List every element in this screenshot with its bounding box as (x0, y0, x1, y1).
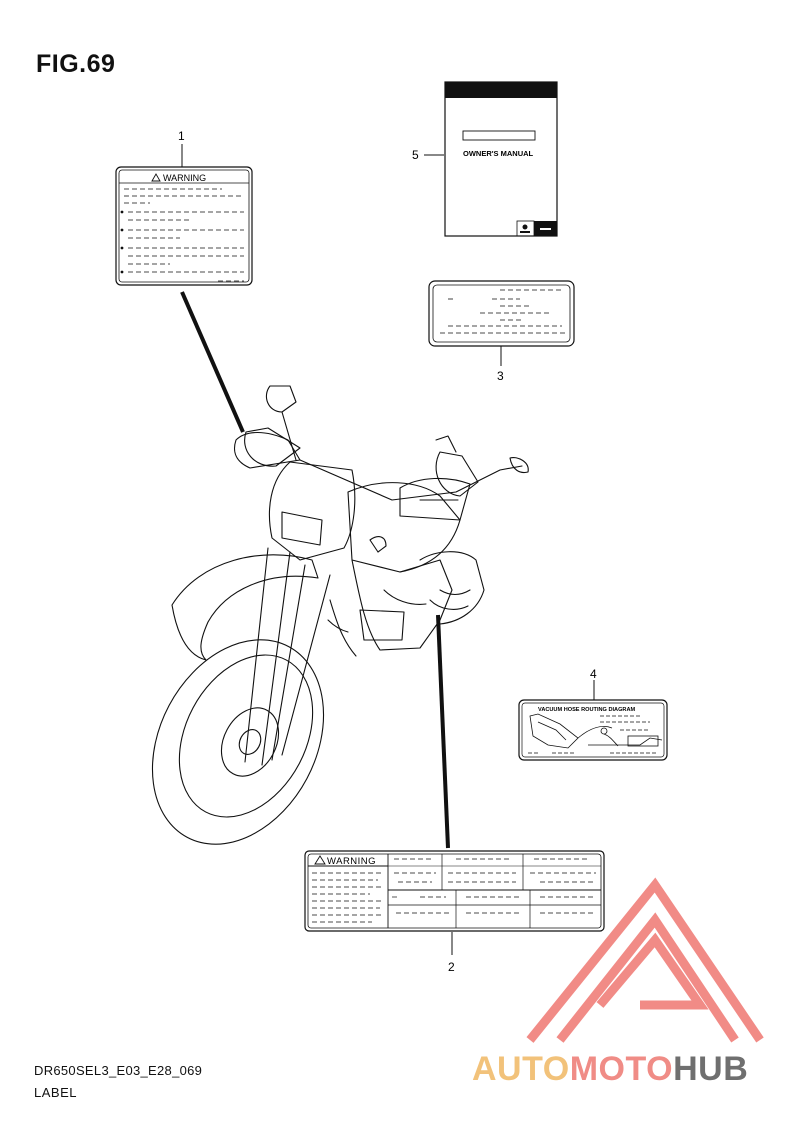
leader-line-1 (180, 291, 245, 433)
watermark-part-auto: AUTO (472, 1050, 570, 1088)
warning-2-text: WARNING (327, 856, 376, 867)
figure-title: FIG.69 (36, 50, 116, 78)
manual-title: OWNER'S MANUAL (463, 149, 534, 158)
watermark-logo-icon (526, 877, 764, 1043)
warning-label-2: WARNING (304, 850, 605, 932)
watermark-text: AUTOMOTOHUB (472, 1050, 748, 1089)
vacuum-title: VACUUM HOSE ROUTING DIAGRAM (538, 707, 636, 713)
warning-1-text: WARNING (163, 173, 206, 183)
callout-number-1: 1 (178, 129, 185, 143)
figure-code: DR650SEL3_E03_E28_069 (34, 1063, 203, 1078)
callout-number-5: 5 (412, 148, 419, 162)
vacuum-hose-label-4: VACUUM HOSE ROUTING DIAGRAM (518, 699, 668, 761)
motorcycle-drawing (151, 385, 529, 845)
figure-section: LABEL (34, 1085, 77, 1100)
warning-triangle-icon (314, 855, 326, 865)
brand-logo-icon (522, 224, 528, 230)
callout-number-3: 3 (497, 369, 504, 383)
owners-manual: OWNER'S MANUAL (444, 81, 558, 237)
watermark-part-moto: MOTO (569, 1050, 674, 1088)
warning-label-1: WARNING (115, 166, 253, 286)
warning-triangle-icon (151, 173, 161, 182)
callout-number-4: 4 (590, 667, 597, 681)
leader-line-2 (436, 614, 450, 849)
callout-number-2: 2 (448, 960, 455, 974)
info-label-3 (428, 280, 575, 347)
watermark-part-hub: HUB (673, 1050, 749, 1088)
